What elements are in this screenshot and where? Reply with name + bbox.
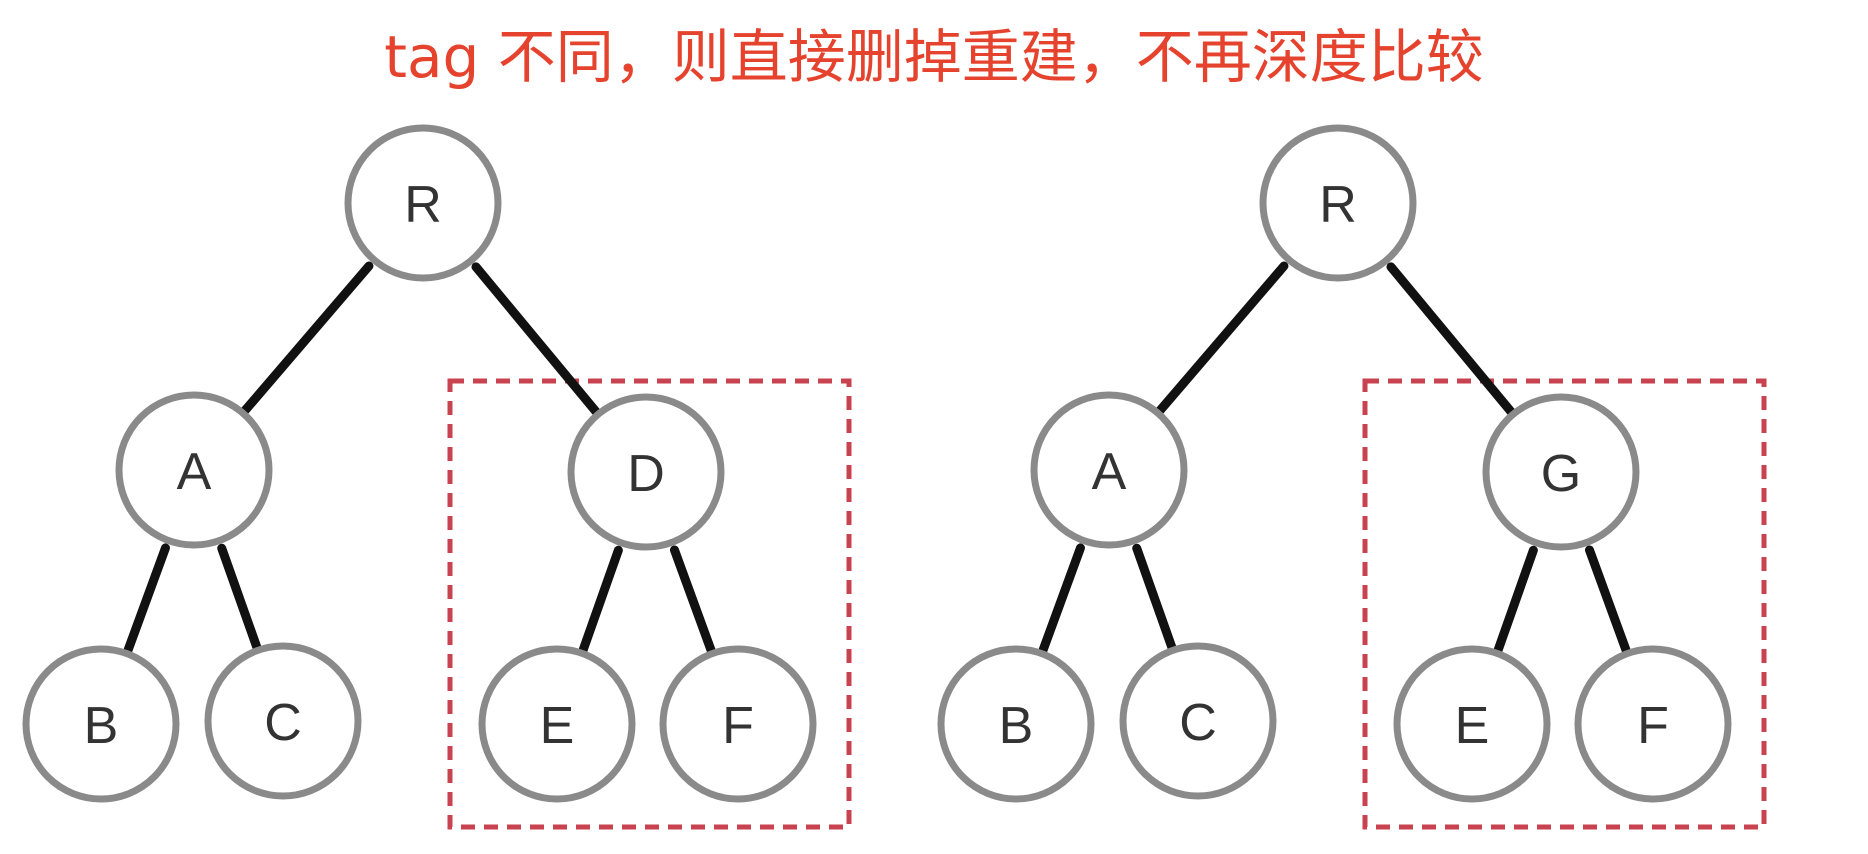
tree-node-d: D	[567, 393, 725, 551]
node-label: D	[627, 445, 665, 503]
tree-node-c: C	[204, 642, 362, 800]
tree-node-a: A	[115, 391, 273, 549]
node-label: A	[1092, 443, 1127, 501]
tree-edge	[471, 262, 604, 421]
node-label: C	[1179, 694, 1217, 752]
tree-edge	[1386, 262, 1519, 421]
node-label: E	[1455, 697, 1490, 755]
diagram-title: tag 不同，则直接删掉重建，不再深度比较	[384, 23, 1484, 91]
node-label: B	[84, 697, 119, 755]
tree-node-c: C	[1119, 642, 1277, 800]
tree-edge	[1036, 543, 1085, 660]
tree-edge	[1132, 543, 1179, 657]
tree-node-b: B	[22, 645, 180, 803]
tree-node-r: R	[344, 124, 502, 282]
tree-node-f: F	[659, 645, 817, 803]
node-label: G	[1541, 445, 1581, 503]
tree-node-b: B	[937, 645, 1095, 803]
new-tree: R A B C G E F	[937, 124, 1767, 830]
node-label: A	[177, 443, 212, 501]
changed-subtree-highlight-box	[447, 378, 852, 830]
tree-node-r: R	[1259, 124, 1417, 282]
changed-subtree-highlight-box	[1362, 378, 1767, 830]
tree-node-e: E	[478, 645, 636, 803]
tree-node-g: G	[1482, 393, 1640, 551]
tree-edge	[1491, 545, 1538, 660]
tree-edge	[576, 545, 623, 660]
tree-edge	[669, 545, 718, 660]
node-label: B	[999, 697, 1034, 755]
tree-node-f: F	[1574, 645, 1732, 803]
node-label: R	[1319, 176, 1357, 234]
node-label: C	[264, 694, 302, 752]
node-label: R	[404, 176, 442, 234]
tree-edge	[237, 261, 374, 420]
tree-node-e: E	[1393, 645, 1551, 803]
tree-edge	[121, 543, 170, 660]
node-label: E	[540, 697, 575, 755]
old-tree: R A B C D E F	[22, 124, 852, 830]
node-label: F	[1637, 697, 1669, 755]
node-label: F	[722, 697, 754, 755]
tree-node-a: A	[1030, 391, 1188, 549]
tree-edge	[217, 543, 264, 657]
tree-edge	[1152, 261, 1289, 420]
tree-edge	[1584, 545, 1633, 660]
